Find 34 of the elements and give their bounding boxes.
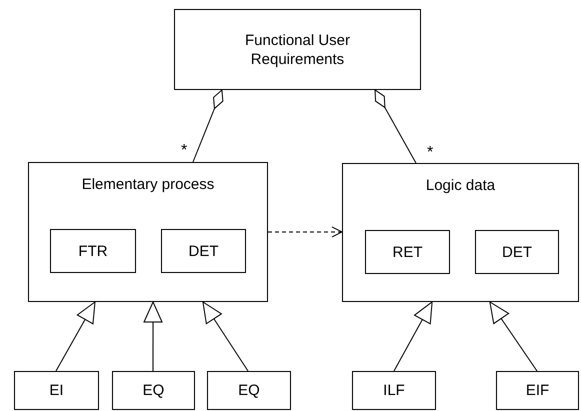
box-label: DET xyxy=(501,242,533,262)
dependency-arrow xyxy=(268,226,342,238)
generalization-arrow xyxy=(202,302,248,372)
box xyxy=(14,371,99,410)
box xyxy=(496,371,579,410)
multiplicity-label: * xyxy=(427,145,434,161)
container-box xyxy=(342,163,579,302)
box xyxy=(174,9,421,90)
aggregation-line xyxy=(192,90,224,162)
attribute-box xyxy=(475,230,559,274)
box-label: Functional User Requirements xyxy=(244,30,352,68)
container-box xyxy=(28,162,268,302)
box xyxy=(207,371,291,410)
box-heading: Elementary process xyxy=(80,175,216,194)
attribute-box xyxy=(365,230,450,274)
box-label: ILF xyxy=(382,381,406,400)
box-label: EIF xyxy=(524,381,550,400)
box-label: EQ xyxy=(237,381,261,400)
multiplicity-label: * xyxy=(181,143,188,159)
box-label: DET xyxy=(188,242,220,260)
aggregation-line xyxy=(374,90,416,164)
box-label: RET xyxy=(392,242,424,262)
generalization-arrow xyxy=(489,302,538,372)
attribute-box xyxy=(50,229,136,273)
box-heading: Logic data xyxy=(424,176,496,195)
box xyxy=(112,371,195,410)
generalization-arrow xyxy=(394,302,433,372)
box-label: EQ xyxy=(142,381,166,400)
box xyxy=(352,371,436,410)
generalization-arrow xyxy=(56,302,96,372)
generalization-arrow xyxy=(144,302,163,372)
attribute-box xyxy=(161,229,246,273)
box-label: FTR xyxy=(77,242,109,260)
box-label: EI xyxy=(48,381,65,400)
